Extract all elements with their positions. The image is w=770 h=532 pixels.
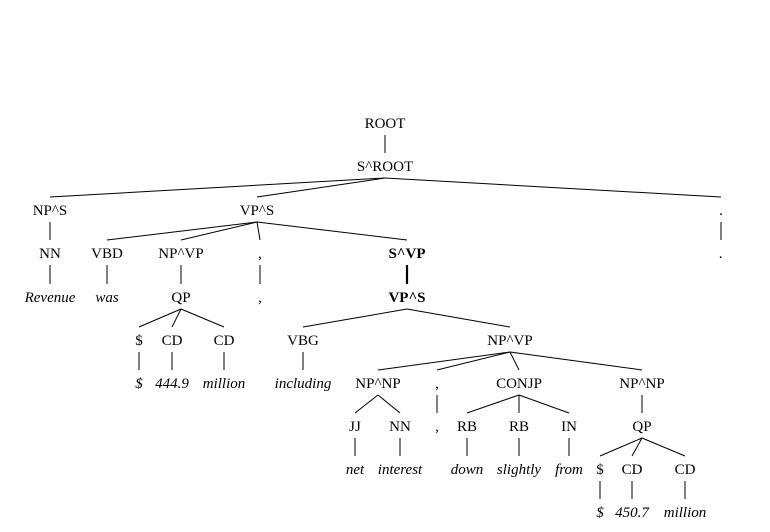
node-s-vp: S^VP	[388, 246, 425, 262]
edge-np_vp2-np_np2	[509, 351, 643, 371]
edge-qp2-cd3	[631, 437, 643, 457]
edge-conjp-in_from	[518, 394, 570, 414]
node-jj: JJ	[349, 419, 361, 435]
edge-qp2-cd4	[641, 437, 686, 457]
node-w-net: net	[346, 462, 365, 478]
node-cd2: CD	[214, 333, 235, 349]
node-w-4507: 450.7	[615, 505, 650, 521]
edge-vp_s-vbd	[106, 221, 258, 241]
node-w-was: was	[95, 290, 119, 306]
node-comma1-tag: ,	[258, 246, 262, 262]
node-np-s: NP^S	[33, 203, 68, 219]
node-cd3: CD	[622, 462, 643, 478]
edge-vp_s-np_vp1	[180, 221, 258, 241]
node-vbg: VBG	[287, 333, 319, 349]
edge-np_vp2-conjp	[509, 351, 520, 371]
edge-s_root-vp_s	[256, 177, 386, 198]
node-w-including: including	[275, 376, 332, 392]
node-rb2: RB	[509, 419, 529, 435]
node-w-revenue: Revenue	[24, 290, 76, 306]
node-conjp: CONJP	[496, 376, 542, 392]
node-w-slightly: slightly	[497, 462, 542, 478]
edge-np_np1-nn_interest	[377, 394, 401, 414]
edge-vp_s-comma1_tag	[256, 221, 261, 241]
node-w-dollar1: $	[135, 376, 143, 392]
edge-s_root-period_tag	[384, 177, 722, 198]
node-dollar2: $	[596, 462, 604, 478]
node-np-vp2: NP^VP	[487, 333, 532, 349]
node-w-million1: million	[203, 376, 246, 392]
node-period-tag: .	[719, 203, 723, 219]
node-nn-interest: NN	[389, 419, 411, 435]
edge-vp_s-s_vp	[256, 221, 408, 241]
node-comma2-tag: ,	[435, 376, 439, 392]
node-w-interest: interest	[378, 462, 423, 478]
edge-np_vp2-comma2_tag	[436, 351, 511, 371]
node-w-comma1: ,	[258, 290, 262, 306]
node-vp-s2: VP^S	[388, 290, 425, 306]
edge-qp2-dollar2	[599, 437, 643, 457]
node-w-from: from	[555, 462, 583, 478]
node-rb1: RB	[457, 419, 477, 435]
node-w-down: down	[451, 462, 484, 478]
node-w-million2: million	[664, 505, 707, 521]
node-w-4449: 444.9	[155, 376, 189, 392]
node-s-root: S^ROOT	[357, 159, 413, 175]
edge-vp_s2-np_vp2	[406, 308, 511, 328]
node-np-np2: NP^NP	[619, 376, 664, 392]
edge-qp1-cd2	[180, 308, 225, 328]
node-vbd: VBD	[91, 246, 123, 262]
node-qp2: QP	[632, 419, 651, 435]
node-qp1: QP	[171, 290, 190, 306]
node-cd4: CD	[675, 462, 696, 478]
edge-qp1-cd1	[171, 308, 182, 328]
edge-conjp-rb1	[466, 394, 520, 414]
edge-np_np1-jj	[354, 394, 379, 414]
node-dollar1: $	[135, 333, 143, 349]
node-cd1: CD	[162, 333, 183, 349]
node-w-dollar2: $	[596, 505, 604, 521]
node-root: ROOT	[365, 116, 406, 132]
edge-s_root-np_s	[49, 177, 386, 198]
edge-qp1-dollar1	[138, 308, 182, 328]
edge-np_vp2-np_np1	[377, 351, 511, 371]
node-np-vp1: NP^VP	[158, 246, 203, 262]
node-nn-revenue: NN	[39, 246, 61, 262]
node-in-from: IN	[561, 419, 577, 435]
edge-vp_s2-vbg	[302, 308, 408, 328]
tree-edges	[49, 135, 722, 499]
node-w-comma2: ,	[435, 419, 439, 435]
node-w-period: .	[719, 246, 723, 262]
node-np-np1: NP^NP	[355, 376, 400, 392]
node-vp-s: VP^S	[240, 203, 275, 219]
